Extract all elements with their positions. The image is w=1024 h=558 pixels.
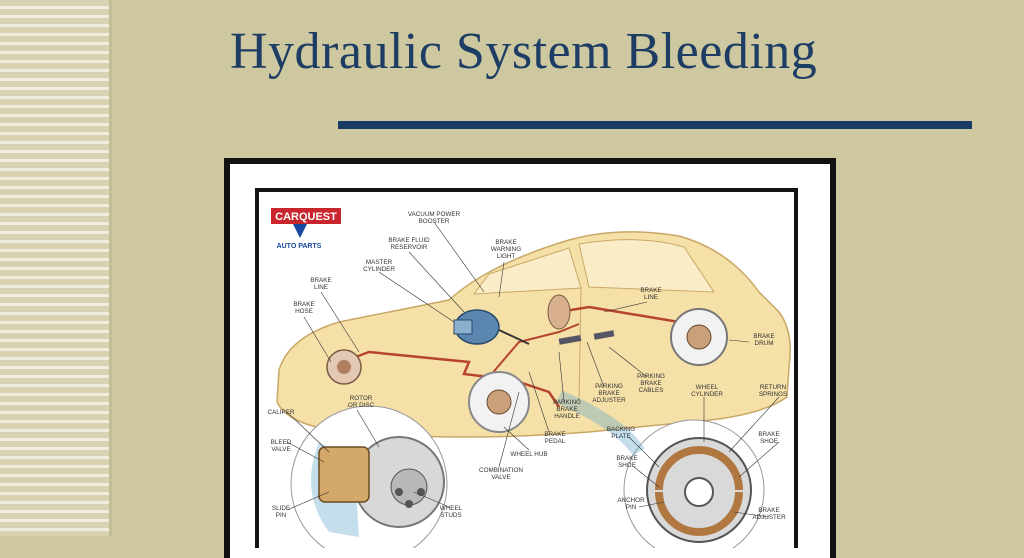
car-door-line bbox=[578, 287, 582, 403]
rear-drum-left bbox=[547, 294, 571, 330]
decorative-stripes bbox=[0, 0, 112, 536]
label-wheel-hub: WHEEL HUB bbox=[510, 451, 547, 458]
carquest-logo: CARQUEST AUTO PARTS bbox=[271, 208, 341, 250]
title-underline bbox=[338, 121, 972, 129]
brake-system-diagram: CARQUEST AUTO PARTS bbox=[255, 188, 798, 548]
car-window-rear bbox=[578, 239, 715, 293]
brake-line-center bbox=[488, 323, 580, 378]
svg-text:CARQUEST: CARQUEST bbox=[275, 211, 337, 223]
caliper-body bbox=[318, 446, 370, 503]
brake-shoes bbox=[655, 446, 743, 491]
diagram-frame: CARQUEST AUTO PARTS bbox=[224, 158, 836, 558]
label-caliper: CALIPER bbox=[268, 409, 295, 416]
slide-title: Hydraulic System Bleeding bbox=[230, 23, 818, 80]
svg-text:AUTO PARTS: AUTO PARTS bbox=[277, 243, 322, 250]
brake-system-illustration: CARQUEST AUTO PARTS bbox=[268, 208, 791, 548]
brake-line-path bbox=[328, 350, 561, 408]
